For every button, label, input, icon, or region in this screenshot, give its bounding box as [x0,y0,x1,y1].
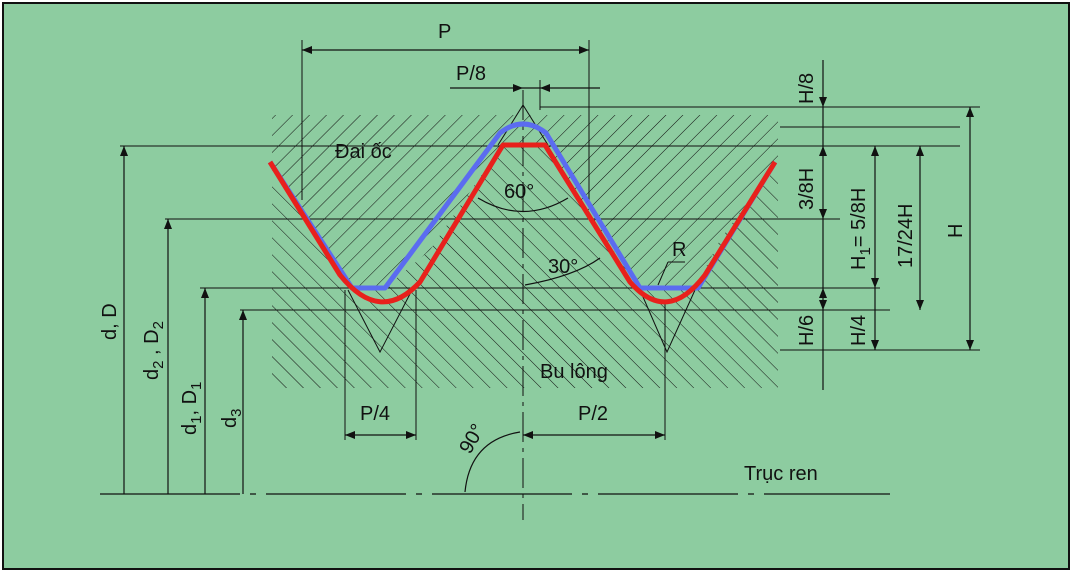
label-h1: H1= 5/8H [848,188,874,270]
label-h-17-24: 17/24H [895,204,917,269]
label-angle-30: 30° [548,256,578,278]
label-h-3-8: 3/8H [796,168,818,210]
label-pitch: P [438,21,451,43]
v-construction-lines [347,104,696,354]
label-pitch-half: P/2 [578,403,608,425]
bolt-profile-line [267,142,778,305]
label-radius: R [672,239,686,261]
label-pitch-quarter: P/4 [360,403,390,425]
label-d2-D2: d2 , D2 [141,321,167,380]
angle-60-arc [477,197,569,213]
label-h-eighth: H/8 [796,73,818,104]
label-nut: Đai ốc [335,141,392,163]
angle-30-arc [524,257,601,286]
label-pitch-eighth: P/8 [456,63,486,85]
angle-90-arc [464,431,521,493]
label-d3: d3 [219,409,245,428]
label-h-quarter: H/4 [848,315,870,346]
label-h-sixth: H/6 [796,315,818,346]
label-angle-60: 60° [504,181,534,203]
label-h-total: H [945,224,967,238]
dimension-lines [120,46,974,494]
label-thread-axis: Trục ren [744,463,818,485]
label-d-D: d, D [99,303,121,340]
nut-profile-line [267,121,778,291]
label-d1-D1: d1, D1 [179,382,205,435]
label-bolt: Bu lông [540,361,608,383]
